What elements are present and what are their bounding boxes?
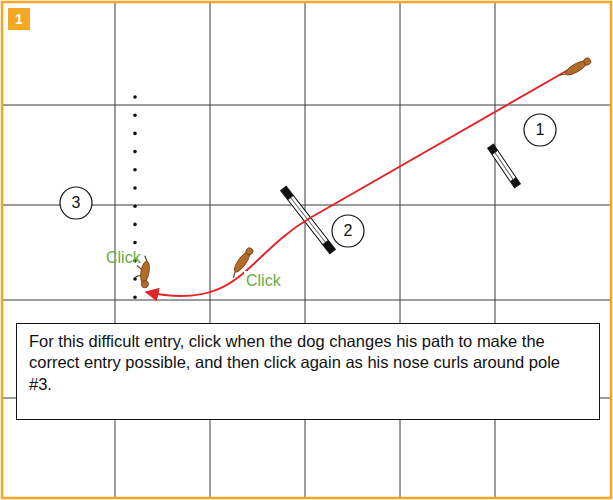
callout-number: 3 bbox=[59, 186, 93, 220]
callout-text: 2 bbox=[344, 214, 353, 248]
dog-path bbox=[146, 62, 582, 296]
weave-poles bbox=[133, 95, 137, 299]
click-label: Click bbox=[244, 271, 283, 291]
callout-number: 2 bbox=[331, 214, 365, 248]
caption-box: For this difficult entry, click when the… bbox=[16, 323, 600, 420]
dog-start bbox=[558, 56, 592, 80]
weave-pole bbox=[133, 295, 137, 299]
callout-outline bbox=[332, 215, 364, 247]
weave-pole bbox=[133, 95, 137, 99]
weave-pole bbox=[133, 204, 137, 208]
callout-text: 1 bbox=[8, 8, 30, 30]
callout-outline bbox=[524, 114, 556, 146]
callout-text: 3 bbox=[72, 186, 81, 220]
weave-pole bbox=[133, 277, 137, 281]
click-label: Click bbox=[104, 248, 143, 268]
weave-pole bbox=[133, 186, 137, 190]
weave-pole bbox=[133, 223, 137, 227]
weave-pole bbox=[133, 132, 137, 136]
figure-number-badge: 1 bbox=[8, 8, 30, 30]
jump-one bbox=[488, 144, 521, 188]
callout-text: 1 bbox=[536, 113, 545, 147]
weave-pole bbox=[133, 150, 137, 154]
callout-number: 1 bbox=[523, 113, 557, 147]
callout-outline bbox=[60, 187, 92, 219]
weave-pole bbox=[133, 241, 137, 245]
weave-pole bbox=[133, 168, 137, 172]
weave-pole bbox=[133, 113, 137, 117]
caption-text: For this difficult entry, click when the… bbox=[29, 331, 587, 395]
